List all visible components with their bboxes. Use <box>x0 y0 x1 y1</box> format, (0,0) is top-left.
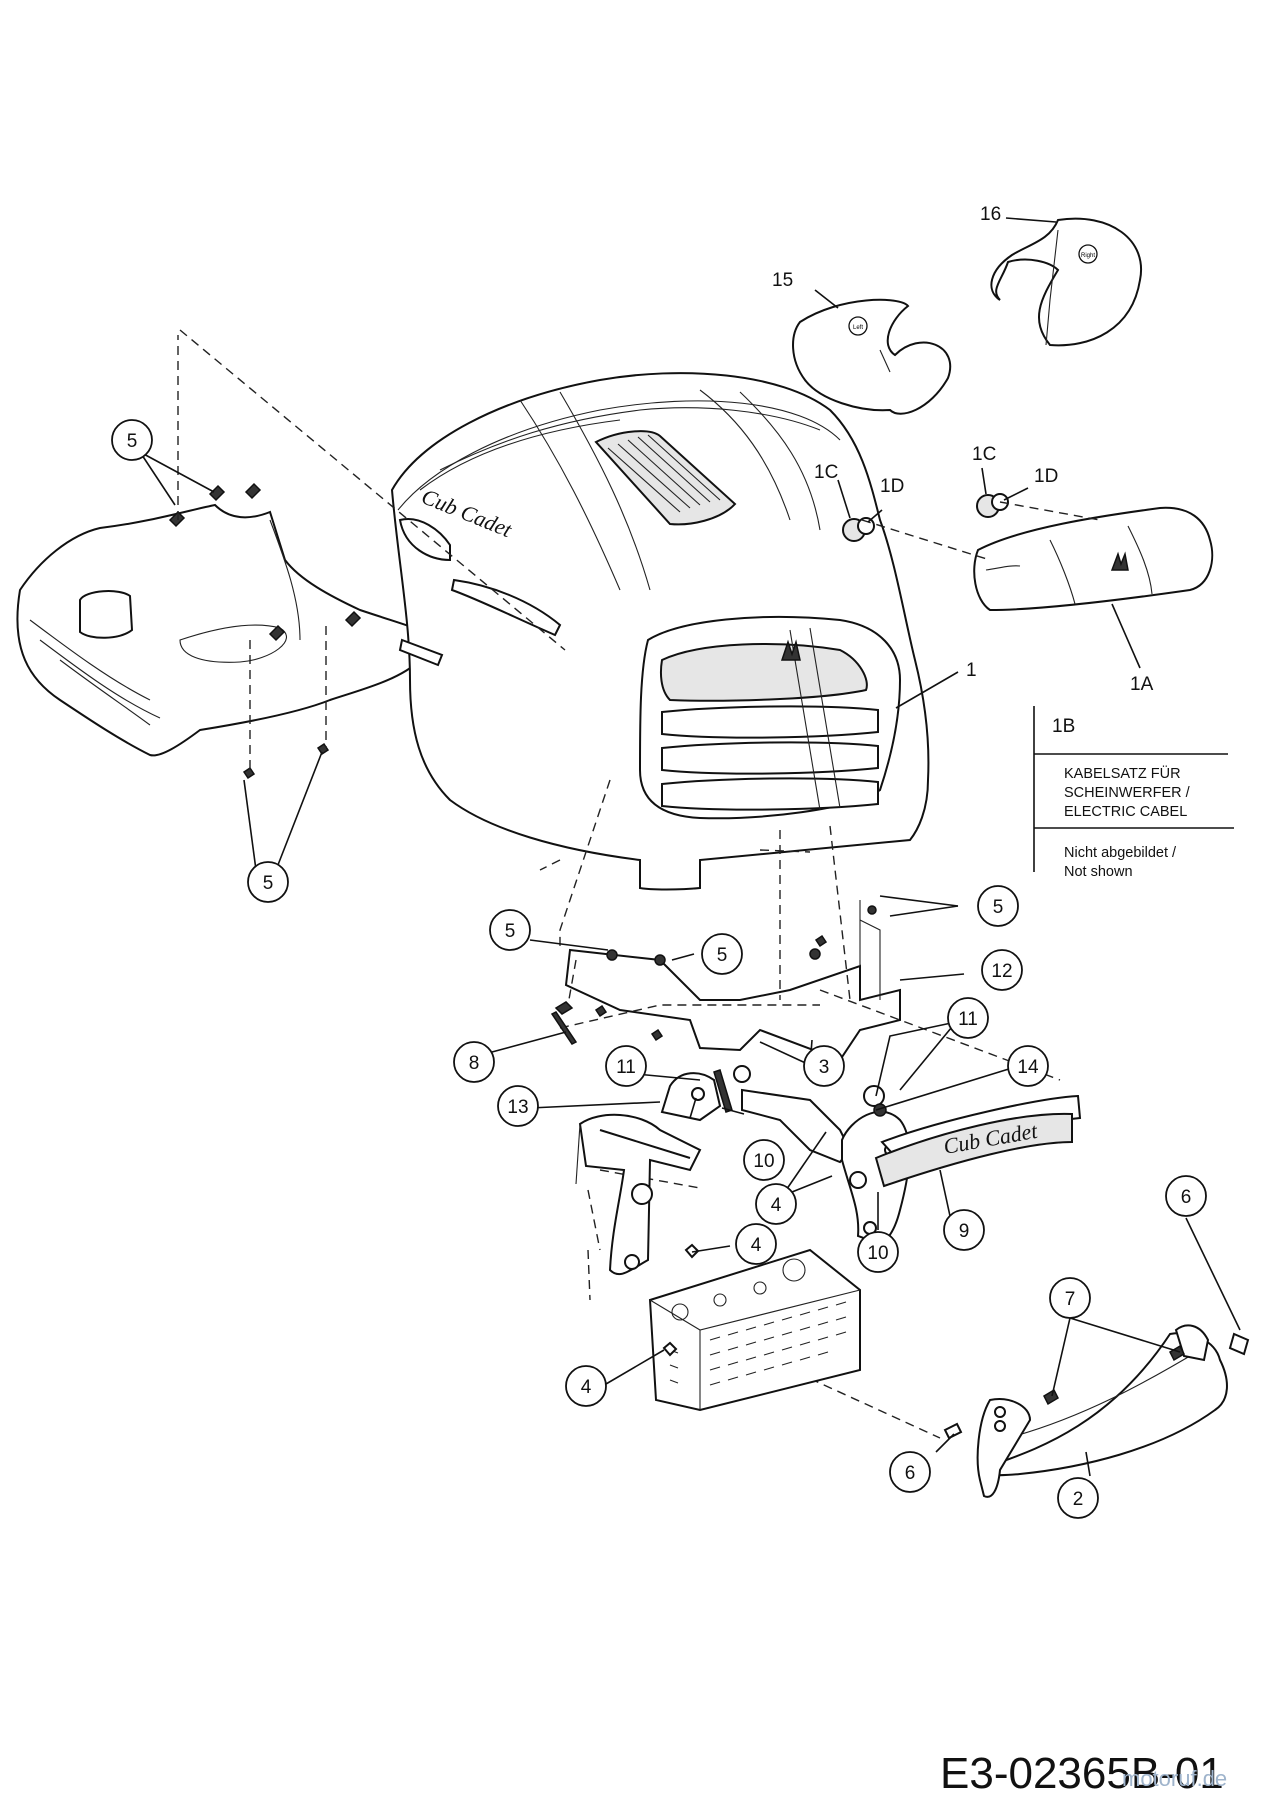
svg-text:12: 12 <box>991 961 1012 982</box>
svg-text:5: 5 <box>993 897 1004 918</box>
drawing-code: E3-02365B-01 <box>940 1749 1224 1798</box>
callout-11-left: 11 <box>605 1045 647 1087</box>
hood-vent-slots <box>607 434 721 513</box>
hardware <box>550 934 1250 1440</box>
callout-8: 8 <box>453 1041 495 1083</box>
emblem-bar: Cub Cadet <box>874 1094 1082 1188</box>
svg-text:9: 9 <box>959 1221 970 1242</box>
front-bumper <box>976 1324 1228 1498</box>
grille-bars <box>661 705 879 811</box>
label-15: 15 <box>772 270 793 291</box>
callout-10-left: 10 <box>743 1139 785 1181</box>
svg-text:5: 5 <box>127 431 138 452</box>
callout-2: 2 <box>1057 1477 1099 1519</box>
callout-3: 3 <box>803 1045 845 1087</box>
leader-lines <box>139 217 1241 1477</box>
svg-text:14: 14 <box>1017 1057 1039 1078</box>
watermark: motoruf.de <box>1122 1766 1227 1791</box>
callout-5-topleft: 5 <box>111 419 153 461</box>
svg-text:13: 13 <box>507 1097 528 1118</box>
sticker-15-text: Left <box>853 325 863 331</box>
callout-6-left: 6 <box>889 1451 931 1493</box>
callout-5-right: 5 <box>977 885 1019 927</box>
hinge-bracket-13 <box>660 1065 751 1122</box>
svg-text:6: 6 <box>1181 1187 1192 1208</box>
callout-13: 13 <box>497 1085 539 1127</box>
sticker-16: Right <box>990 217 1143 347</box>
sticker-16-text: Right <box>1081 253 1095 259</box>
label-1c-right: 1C <box>972 444 996 465</box>
svg-text:10: 10 <box>753 1151 774 1172</box>
callout-5-bracket-mid: 5 <box>701 933 743 975</box>
note-line-3: ELECTRIC CABEL <box>1064 804 1187 820</box>
hinge-cover <box>648 1248 861 1412</box>
side-panel-left <box>16 335 421 780</box>
label-1d-left: 1D <box>880 476 904 497</box>
note-box: KABELSATZ FÜR SCHEINWERFER / ELECTRIC CA… <box>1033 706 1234 880</box>
callout-10-right: 10 <box>857 1231 899 1273</box>
note-line-4: Nicht abgebildet / <box>1064 845 1177 861</box>
label-16: 16 <box>980 204 1001 225</box>
mounting-bracket <box>564 900 901 1062</box>
svg-text:4: 4 <box>581 1377 592 1398</box>
callout-9: 9 <box>943 1209 985 1251</box>
label-1a: 1A <box>1130 674 1154 695</box>
hood: Cub Cadet <box>390 372 930 891</box>
hinge-left <box>575 1113 702 1276</box>
svg-text:8: 8 <box>469 1053 480 1074</box>
callout-6-right: 6 <box>1165 1175 1207 1217</box>
callout-14: 14 <box>1007 1045 1049 1087</box>
svg-text:11: 11 <box>958 1009 978 1030</box>
svg-text:5: 5 <box>717 945 728 966</box>
bulb-right <box>976 493 1009 518</box>
callout-4-hinge: 4 <box>755 1183 797 1225</box>
note-line-1: KABELSATZ FÜR <box>1064 764 1181 782</box>
callout-4-lower: 4 <box>565 1365 607 1407</box>
svg-text:6: 6 <box>905 1463 916 1484</box>
svg-text:7: 7 <box>1065 1289 1076 1310</box>
svg-text:4: 4 <box>771 1195 782 1216</box>
callout-7: 7 <box>1049 1277 1091 1319</box>
callout-12: 12 <box>981 949 1023 991</box>
label-1d-right: 1D <box>1034 466 1058 487</box>
svg-text:4: 4 <box>751 1235 762 1256</box>
label-1b: 1B <box>1052 716 1075 737</box>
bulb-left <box>842 517 875 542</box>
callout-11-right: 11 <box>947 997 989 1039</box>
svg-text:2: 2 <box>1073 1489 1084 1510</box>
note-line-2: SCHEINWERFER / <box>1064 785 1191 801</box>
note-line-5: Not shown <box>1064 864 1133 880</box>
svg-text:5: 5 <box>505 921 516 942</box>
callout-4-cover: 4 <box>735 1223 777 1265</box>
label-1: 1 <box>966 660 977 681</box>
callout-5-bracket-left: 5 <box>489 909 531 951</box>
svg-text:3: 3 <box>819 1057 830 1078</box>
sticker-15: Left <box>792 298 952 415</box>
hinge-center <box>741 1088 852 1164</box>
svg-text:10: 10 <box>867 1243 888 1264</box>
label-1c-left: 1C <box>814 462 838 483</box>
callout-5-bottomleft: 5 <box>247 861 289 903</box>
svg-text:11: 11 <box>616 1057 636 1078</box>
svg-text:5: 5 <box>263 873 274 894</box>
headlight-lens <box>973 506 1214 612</box>
